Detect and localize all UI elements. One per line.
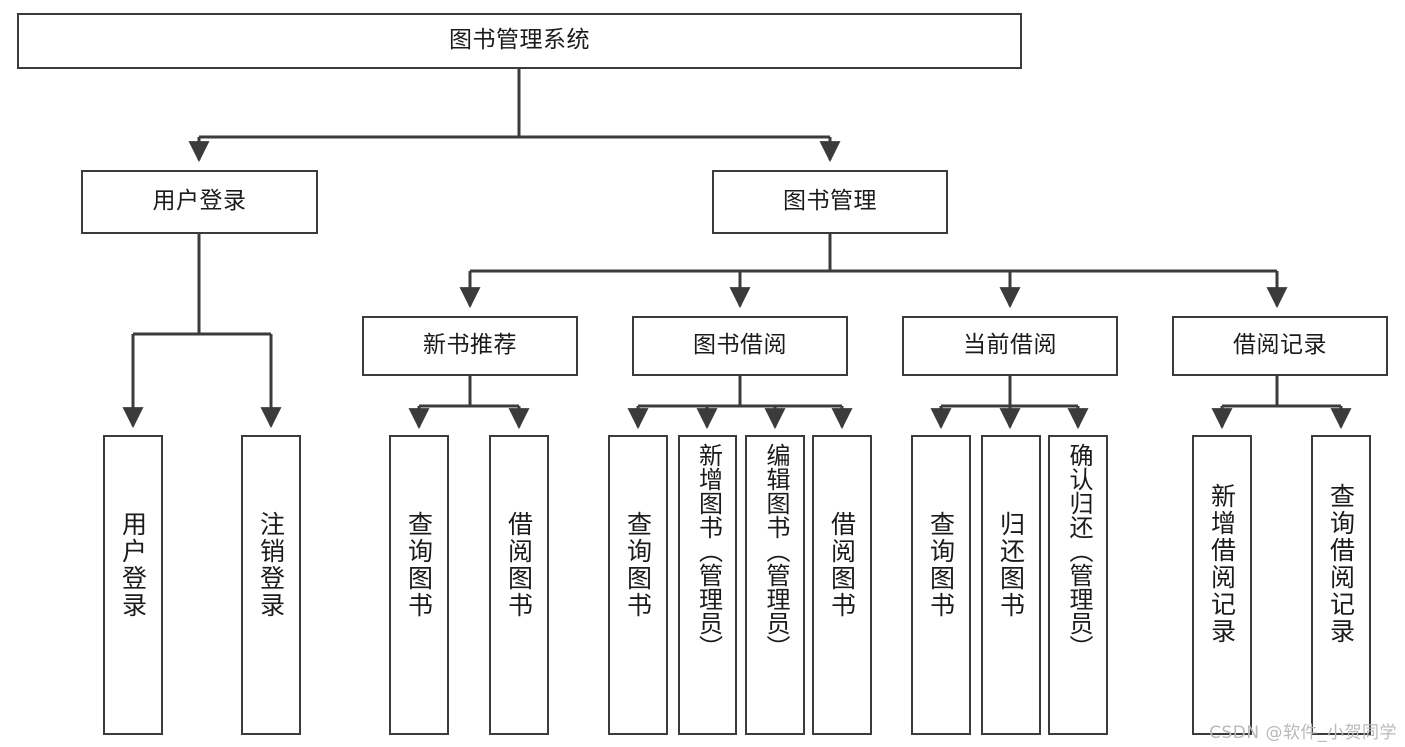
node-label: 查询图书 (404, 511, 434, 619)
node-current-borrow[interactable]: 当前借阅 (902, 316, 1118, 376)
node-label: 用户登录 (118, 511, 148, 619)
node-leaf-return-book[interactable]: 归还图书 (981, 435, 1041, 735)
node-user-login[interactable]: 用户登录 (81, 170, 318, 234)
node-root-book-management-system[interactable]: 图书管理系统 (17, 13, 1022, 69)
node-label: 图书管理系统 (449, 27, 590, 54)
node-leaf-query-book-recommend[interactable]: 查询图书 (389, 435, 449, 735)
node-label: 图书管理 (783, 188, 877, 215)
node-label: 当前借阅 (963, 332, 1057, 359)
node-label: 查询借阅记录 (1326, 483, 1356, 645)
node-label: 图书借阅 (693, 332, 787, 359)
node-label: 查询图书 (926, 511, 956, 619)
node-label: 新增图书（管理员） (694, 443, 723, 659)
node-label: 新增借阅记录 (1207, 483, 1237, 645)
node-leaf-add-book-admin[interactable]: 新增图书（管理员） (678, 435, 737, 735)
node-label: 新书推荐 (423, 332, 517, 359)
node-book-borrow[interactable]: 图书借阅 (632, 316, 848, 376)
node-leaf-user-login[interactable]: 用户登录 (103, 435, 163, 735)
node-new-book-recommend[interactable]: 新书推荐 (362, 316, 578, 376)
node-book-management[interactable]: 图书管理 (712, 170, 948, 234)
node-label: 借阅图书 (504, 511, 534, 619)
node-label: 归还图书 (996, 511, 1026, 619)
node-label: 借阅图书 (827, 511, 857, 619)
node-leaf-edit-book-admin[interactable]: 编辑图书（管理员） (745, 435, 805, 735)
node-label: 查询图书 (623, 511, 653, 619)
node-label: 用户登录 (152, 188, 247, 215)
node-label: 注销登录 (256, 511, 286, 619)
node-leaf-logout[interactable]: 注销登录 (241, 435, 301, 735)
node-label: 编辑图书（管理员） (761, 443, 790, 659)
node-borrow-record[interactable]: 借阅记录 (1172, 316, 1388, 376)
node-leaf-query-book-borrow[interactable]: 查询图书 (608, 435, 668, 735)
csdn-watermark: CSDN @软件_小贺同学 (1209, 723, 1397, 743)
node-leaf-confirm-return-admin[interactable]: 确认归还（管理员） (1048, 435, 1108, 735)
node-leaf-borrow-book-recommend[interactable]: 借阅图书 (489, 435, 549, 735)
node-label: 借阅记录 (1233, 332, 1327, 359)
node-leaf-add-borrow-record[interactable]: 新增借阅记录 (1192, 435, 1252, 735)
node-leaf-query-book-current[interactable]: 查询图书 (911, 435, 971, 735)
node-leaf-borrow-book[interactable]: 借阅图书 (812, 435, 872, 735)
node-leaf-query-borrow-record[interactable]: 查询借阅记录 (1311, 435, 1371, 735)
node-label: 确认归还（管理员） (1064, 443, 1093, 659)
